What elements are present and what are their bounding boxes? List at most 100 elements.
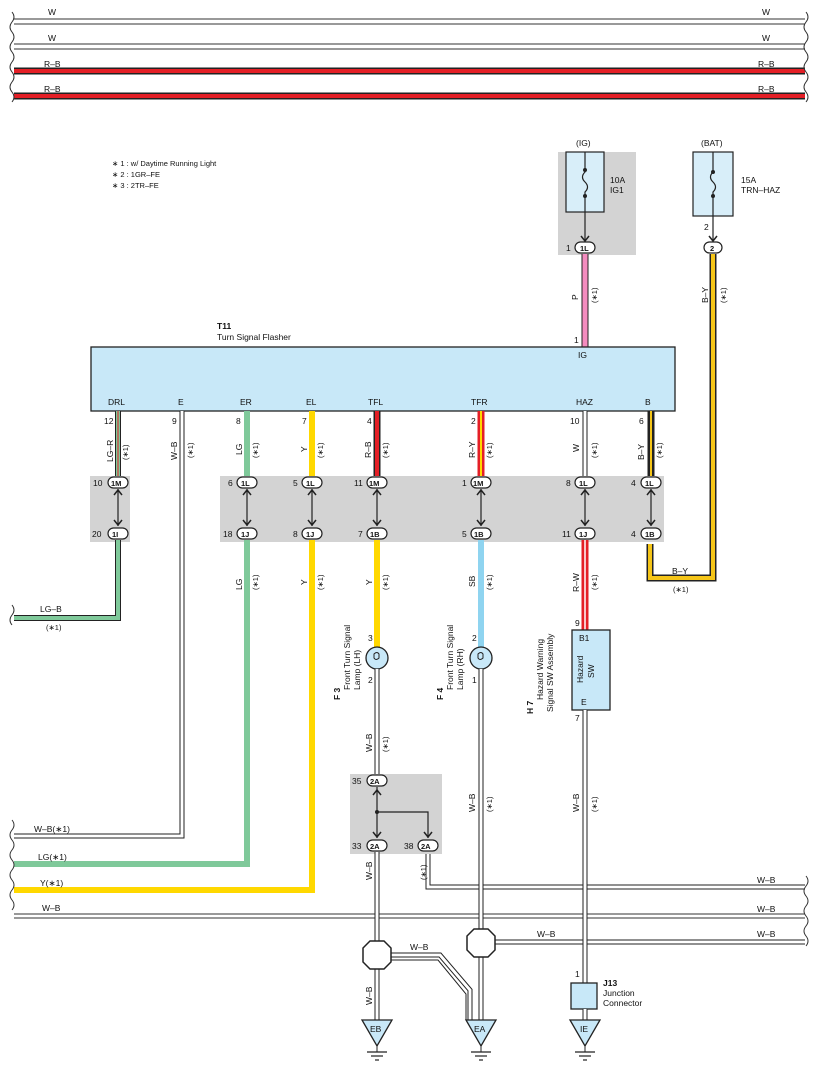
pin-drl: 12: [104, 416, 114, 426]
wire-ry-star: (∗1): [485, 442, 494, 458]
fuse-bat: (BAT) 15A TRN–HAZ 2 2: [692, 138, 780, 254]
turn-signal-flasher: T11 Turn Signal Flasher IG DRL E ER EL T…: [90, 321, 676, 426]
wire-label-rb1-left: R–B: [44, 59, 61, 69]
right-wb-2: W–B: [757, 904, 776, 914]
flasher-ig-pin: 1: [574, 335, 579, 345]
wire-lgb-star: (∗1): [46, 623, 62, 632]
jc-lower-4-pin: 7: [358, 529, 363, 539]
hazard-switch: 9 B1 Hazard SW E 7 H 7 Hazard Warning Si…: [525, 618, 611, 983]
hazard-pin-bot: 7: [575, 713, 580, 723]
hazard-inner-2: SW: [586, 664, 596, 678]
j13-pin: 1: [575, 969, 580, 979]
fuse-bat-group: (BAT): [701, 138, 723, 148]
hazard-code: H 7: [525, 701, 535, 715]
lamp-rh-name-1: Front Turn Signal: [445, 625, 455, 690]
wire-label-w1-right: W: [762, 7, 770, 17]
lamp-lh-pin-top: 3: [368, 633, 373, 643]
jc-upper-6-conn: 1L: [579, 479, 588, 488]
lamp-lh-wb: W–B: [364, 733, 374, 752]
ground-ea: EA: [464, 1019, 498, 1061]
wire-sb-label: SB: [467, 575, 477, 587]
jc-lower-7-conn: 1B: [645, 530, 655, 539]
wire-p: P (∗1) 1: [570, 254, 599, 347]
wire-by-star-2: (∗1): [673, 585, 689, 594]
flasher-ig-label: IG: [578, 350, 587, 360]
ground-eb: EB: [360, 1019, 394, 1061]
jc-lower-6-pin: 11: [562, 529, 571, 539]
wire-w-label: W: [571, 444, 581, 452]
junction-connectors: 1M 10 1I 20 1L 6 1J 18 1L 5 1J 8: [92, 476, 662, 540]
fuse-bat-conn: 2: [710, 244, 714, 253]
hazard-inner-1: Hazard: [575, 655, 585, 683]
lamp-rh-wb-star: (∗1): [485, 796, 494, 812]
note-3: ∗ 3 : 2TR–FE: [112, 181, 159, 190]
wire-by-label-b: B–Y: [636, 444, 646, 460]
junction-2a: 2A 35 2A 33 2A 38: [350, 774, 442, 854]
pin-e: 9: [172, 416, 177, 426]
wire-label-w2-left: W: [48, 33, 56, 43]
fuse-ig: (IG) 10A IG1 1L 1: [558, 138, 636, 255]
right-wb-1: W–B: [757, 875, 776, 885]
j2a-left-pin: 33: [352, 841, 362, 851]
wire-p-star: (∗1): [590, 287, 599, 303]
jc-er: 1L 6 1J 18: [223, 476, 258, 540]
jc-upper-4-conn: 1M: [369, 479, 379, 488]
jc-upper-1-pin: 10: [93, 478, 103, 488]
wire-rw-label: R–W: [571, 573, 581, 592]
wire-label-w2-right: W: [762, 33, 770, 43]
j2a-left-conn: 2A: [370, 842, 380, 851]
terminal-tfl: TFL: [368, 397, 383, 407]
terminal-er: ER: [240, 397, 252, 407]
junction-connector-j13: 1 J13 Junction Connector: [570, 969, 642, 1020]
flasher-name: Turn Signal Flasher: [217, 332, 291, 342]
fuse-bat-name: TRN–HAZ: [741, 185, 780, 195]
wire-y-star-tfl: (∗1): [381, 574, 390, 590]
lamp-rh-wb: W–B: [467, 793, 477, 812]
wire-sb-star: (∗1): [485, 574, 494, 590]
left-lg-star-label: LG(∗1): [38, 852, 67, 862]
jc-b: 1L 4 1B 4: [631, 476, 662, 540]
hazard-term-top: B1: [579, 633, 590, 643]
jc-lower-6-conn: 1J: [579, 530, 587, 539]
junction-ea: [466, 928, 496, 1020]
jc-tfr: 1M 1 1B 5: [462, 476, 492, 540]
terminal-tfr: TFR: [471, 397, 488, 407]
left-labels: W–B(∗1) LG(∗1) Y(∗1) W–B: [9, 604, 70, 913]
hazard-term-bot: E: [581, 697, 587, 707]
j13-name-2: Connector: [603, 998, 642, 1008]
left-wb-label: W–B: [42, 903, 61, 913]
fuse-bat-amp: 15A: [741, 175, 756, 185]
fuse-ig-amp: 10A: [610, 175, 625, 185]
terminal-haz: HAZ: [576, 397, 593, 407]
wire-rw-star: (∗1): [590, 574, 599, 590]
j13-code: J13: [603, 978, 617, 988]
wire-lgr-label: LG–R: [105, 440, 115, 462]
lamp-lh-wb-star: (∗1): [381, 736, 390, 752]
wire-y-label-el: Y: [299, 446, 309, 452]
j2a-top-conn: 2A: [370, 777, 380, 786]
jc-lower-5-pin: 5: [462, 529, 467, 539]
terminal-e: E: [178, 397, 184, 407]
wire-by-star: (∗1): [719, 287, 728, 303]
wire-eb-wb-2: W–B: [364, 986, 374, 1005]
jc-lower-3-pin: 8: [293, 529, 298, 539]
wire-by-label: B–Y: [700, 287, 710, 303]
hazard-pin-top: 9: [575, 618, 580, 628]
jc-upper-4-pin: 11: [354, 478, 363, 488]
wire-eb: W–B (∗1) W–B W–B: [362, 852, 473, 1020]
wire-lg-star-er: (∗1): [251, 442, 260, 458]
wire-wb-label-e: W–B: [169, 441, 179, 460]
hazard-name-2: Signal SW Assembly: [545, 633, 555, 712]
fuse-ig-pin: 1: [566, 243, 571, 253]
jc-lower-2-pin: 18: [223, 529, 233, 539]
ground-ea-label: EA: [474, 1024, 486, 1034]
pin-haz: 10: [570, 416, 580, 426]
jc-upper-5-pin: 1: [462, 478, 467, 488]
hazard-name-1: Hazard Warning: [535, 639, 545, 700]
jc-drl: 1M 10 1I 20: [92, 476, 129, 540]
pin-tfr: 2: [471, 416, 476, 426]
fuse-ig-group: (IG): [576, 138, 591, 148]
jc-upper-1-conn: 1M: [111, 479, 121, 488]
lamp-rh-name-2: Lamp (RH): [455, 648, 465, 690]
hazard-wb: W–B: [571, 793, 581, 812]
